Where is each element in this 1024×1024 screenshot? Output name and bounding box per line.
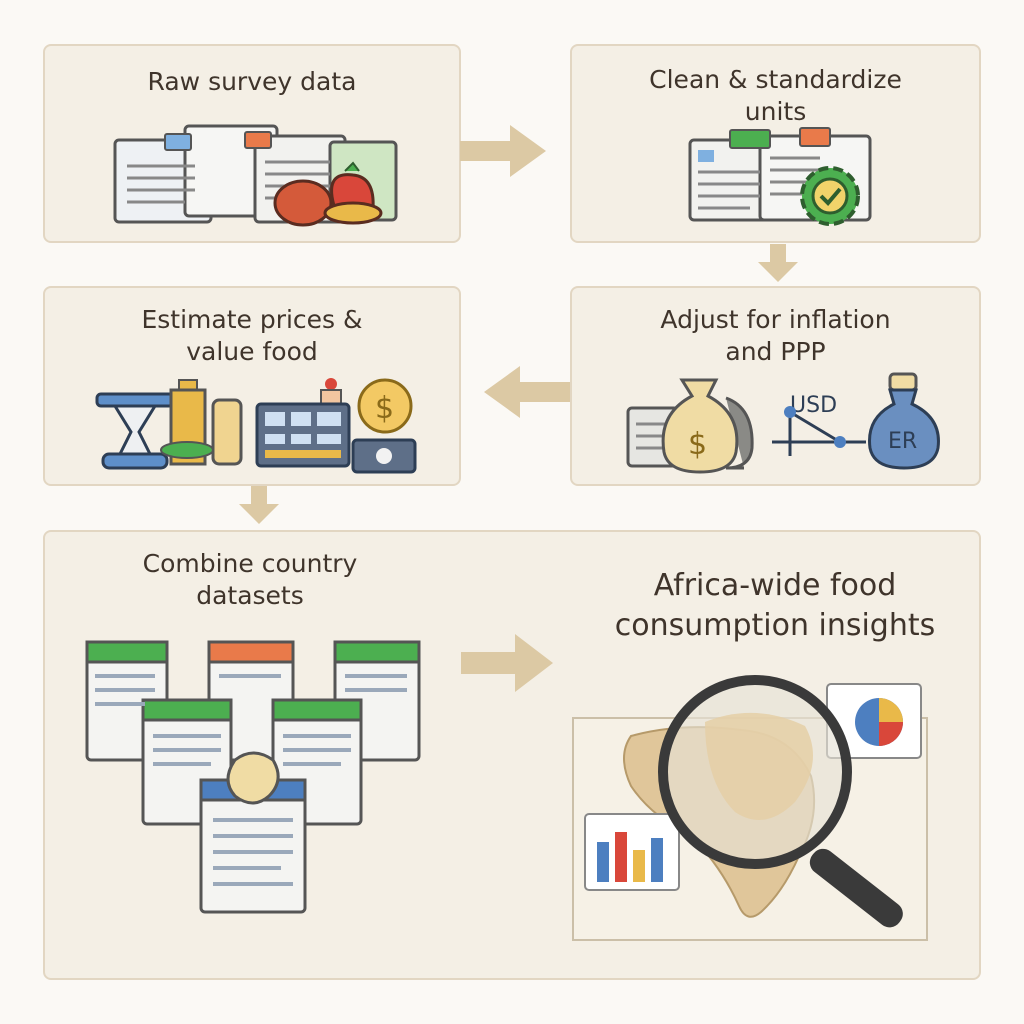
arrow-right-2 (461, 634, 553, 692)
dollar-coin-icon: $ (351, 378, 417, 474)
arrow-right-1 (460, 125, 546, 177)
money-bag-icon: $ (626, 378, 754, 474)
svg-text:$: $ (375, 391, 394, 426)
step-combine-and-insights: Combine country datasets Africa-wide foo… (43, 530, 981, 980)
tomato-icon (273, 161, 383, 227)
arrow-left-1 (484, 366, 570, 418)
pie-chart-card-icon (826, 683, 922, 759)
currency-exchange-icon: USD (772, 393, 866, 456)
magnifier-icon (658, 675, 903, 928)
er-label: ER (888, 429, 917, 454)
step-title: Estimate prices & value food (141, 305, 363, 366)
step-title-combine: Combine country datasets (142, 549, 358, 610)
step-raw-survey-data: Raw survey data (43, 44, 461, 243)
bar-chart-icon (584, 813, 680, 891)
spreadsheet-stack-icon (85, 640, 421, 914)
step-clean-standardize: Clean & standardize units (570, 44, 981, 243)
exchange-rate-bag-icon: ER (868, 372, 940, 470)
scale-icon (95, 392, 175, 470)
step-title: Clean & standardize units (649, 65, 902, 126)
usd-label: USD (790, 393, 837, 418)
arrow-down-2 (239, 486, 279, 524)
step-adjust-inflation-ppp: Adjust for inflation and PPP $ USD ER (570, 286, 981, 486)
step-estimate-prices: Estimate prices & value food $ (43, 286, 461, 486)
price-board-icon (255, 378, 351, 468)
step-title: Adjust for inflation and PPP (660, 305, 891, 366)
gear-check-icon (800, 166, 860, 226)
step-title-insights: Africa-wide food consumption insights (614, 568, 936, 643)
step-title: Raw survey data (147, 67, 357, 96)
jar-icon (160, 379, 243, 466)
svg-text:$: $ (688, 427, 707, 462)
arrow-down-1 (758, 244, 798, 282)
